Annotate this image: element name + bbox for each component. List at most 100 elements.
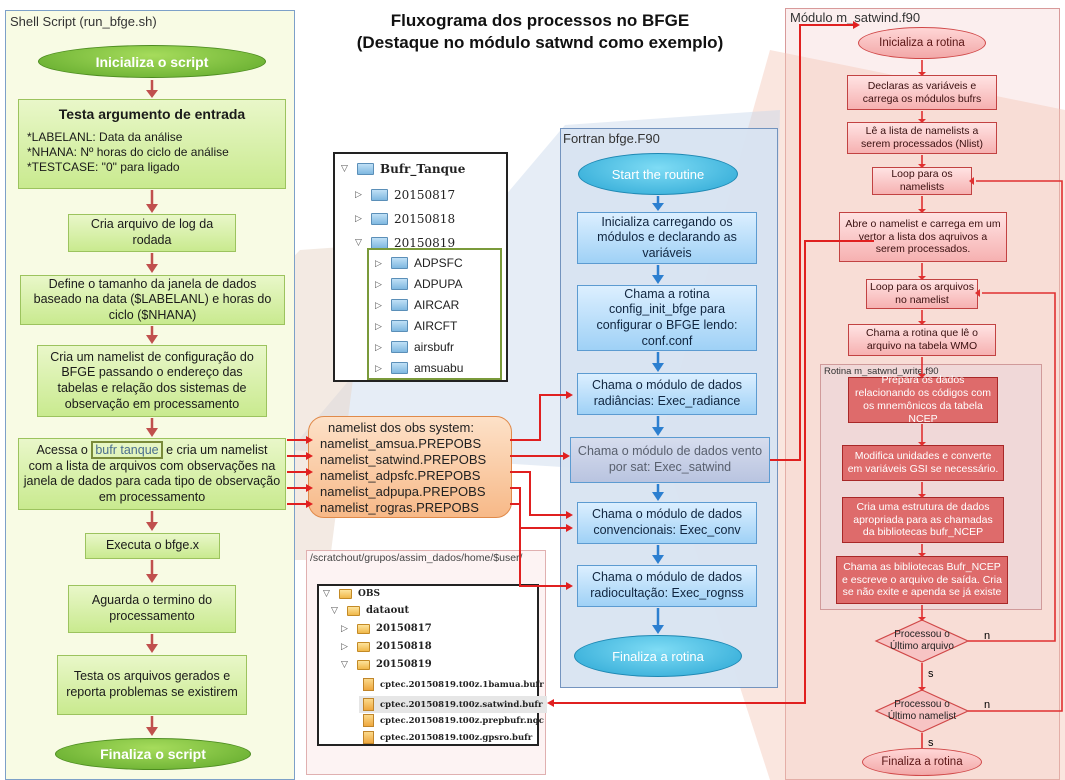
testa-l2: *NHANA: Nº horas do ciclo de análise: [27, 144, 229, 159]
fortran-panel-title: Fortran bfge.F90: [563, 131, 660, 146]
fortran-start: Start the routine: [578, 153, 738, 195]
namelist-item-3: namelist_adpupa.PREPOBS: [320, 484, 486, 499]
shell-janela: Define o tamanho da janela de dados base…: [20, 275, 285, 325]
shell-panel-title: Shell Script (run_bfge.sh): [10, 14, 157, 29]
sw-le: Lê a lista de namelists a serem processa…: [847, 122, 997, 154]
namelist-item-1: namelist_satwind.PREPOBS: [320, 452, 487, 467]
sw-decision-1: Processou o Último arquivo: [890, 629, 954, 652]
tree-sub-4[interactable]: ▷airsbufr: [375, 340, 455, 354]
decision-2-shape: [874, 689, 970, 733]
file-icon: [363, 678, 374, 691]
sw-s2: s: [928, 737, 934, 749]
shell-arrows: [146, 80, 158, 736]
sw-modif: Modifica unidades e converte em variávei…: [842, 445, 1004, 481]
folder-icon: [391, 257, 408, 269]
sw-decision-2: Processou o Último namelist: [887, 699, 957, 722]
bufr-tanque-highlight: bufr tanque: [91, 441, 163, 459]
out-d2[interactable]: ▷20150818: [341, 641, 432, 652]
collapse-icon: ▽: [341, 659, 348, 670]
tree-root[interactable]: ▽Bufr_Tanque: [341, 162, 466, 176]
out-dataout[interactable]: ▽dataout: [331, 605, 410, 616]
sw-n1: n: [984, 630, 991, 642]
expand-icon: ▷: [375, 320, 382, 331]
fortran-config: Chama a rotina config_init_bfge para con…: [577, 285, 757, 351]
acessa-post: e cria um namelist com a lista de arquiv…: [23, 443, 281, 504]
fortran-rogn: Chama o módulo de dados radiocultação: E…: [577, 565, 757, 607]
title-line2: (Destaque no módulo satwnd como exemplo): [356, 33, 724, 52]
file-icon: [363, 698, 374, 711]
out-file-2[interactable]: cptec.20150819.t00z.prepbufr.nqc: [363, 714, 544, 727]
folder-icon: [357, 163, 374, 175]
folder-icon: [357, 641, 370, 652]
shell-testa-arq: Testa os arquivos gerados e reporta prob…: [57, 655, 247, 715]
out-file-3[interactable]: cptec.20150819.t00z.gpsro.bufr: [363, 731, 532, 744]
folder-icon: [371, 189, 388, 201]
folder-icon: [357, 659, 370, 670]
expand-icon: ▷: [341, 641, 348, 652]
shell-start: Inicializa o script: [38, 45, 266, 78]
sw-start: Inicializa a rotina: [858, 27, 986, 59]
sw-end: Finaliza a rotina: [862, 748, 982, 776]
folder-icon: [391, 299, 408, 311]
tree-d2[interactable]: ▷20150818: [355, 212, 456, 226]
file-icon: [363, 714, 374, 727]
collapse-icon: ▽: [355, 238, 362, 248]
expand-icon: ▷: [375, 341, 382, 352]
out-file-1[interactable]: cptec.20150819.t00z.satwind.bufr: [359, 696, 547, 713]
namelist-header: namelist dos obs system:: [328, 420, 474, 435]
expand-icon: ▷: [375, 257, 382, 268]
out-d3[interactable]: ▽20150819: [341, 659, 432, 670]
expand-icon: ▷: [341, 623, 348, 634]
fortran-end: Finaliza a rotina: [574, 635, 742, 677]
out-root[interactable]: ▽OBS: [323, 589, 380, 599]
expand-icon: ▷: [355, 190, 362, 200]
out-file-0[interactable]: cptec.20150819.t00z.1bamua.bufr: [363, 678, 544, 691]
tree-sub-1[interactable]: ▷ADPUPA: [375, 277, 463, 291]
output-path: /scratchout/grupos/assim_dados/home/$use…: [310, 552, 523, 564]
sw-abre: Abre o namelist e carrega em um vertor a…: [839, 212, 1007, 262]
folder-icon: [357, 623, 370, 634]
testa-l1: *LABELANL: Data da análise: [27, 129, 183, 144]
sw-chama-wmo: Chama a rotina que lê o arquivo na tabel…: [848, 324, 996, 356]
sw-loop2: Loop para os arquivos no namelist: [866, 279, 978, 309]
folder-icon: [391, 320, 408, 332]
out-d1[interactable]: ▷20150817: [341, 623, 432, 634]
namelist-block: [308, 416, 512, 518]
tree-d1[interactable]: ▷20150817: [355, 188, 456, 202]
tree-sub-0[interactable]: ▷ADPSFC: [375, 256, 463, 270]
shell-executa: Executa o bfge.x: [85, 533, 220, 559]
output-tree: ▽OBS ▽dataout ▷20150817 ▷20150818 ▽20150…: [317, 584, 547, 746]
sw-loop1: Loop para os namelists: [872, 167, 972, 195]
tree-sub-2[interactable]: ▷AIRCAR: [375, 298, 460, 312]
folder-icon: [339, 589, 352, 599]
folder-icon: [391, 362, 408, 374]
shell-namelist-cfg: Cria um namelist de configuração do BFGE…: [37, 345, 267, 417]
shell-testa-box: Testa argumento de entrada *LABELANL: Da…: [18, 99, 286, 189]
sw-chamabib: Chama as bibliotecas Bufr_NCEP e escreve…: [836, 556, 1008, 604]
acessa-pre: Acessa o: [36, 443, 92, 457]
folder-icon: [391, 341, 408, 353]
namelist-item-2: namelist_adpsfc.PREPOBS: [320, 468, 481, 483]
collapse-icon: ▽: [331, 605, 338, 616]
shell-acessa: Acessa o bufr tanque e cria um namelist …: [18, 438, 286, 510]
shell-end: Finaliza o script: [55, 738, 251, 770]
expand-icon: ▷: [355, 214, 362, 224]
shell-aguarda: Aguarda o termino do processamento: [68, 585, 236, 633]
file-icon: [363, 731, 374, 744]
expand-icon: ▷: [375, 299, 382, 310]
namelist-item-0: namelist_amsua.PREPOBS: [320, 436, 482, 451]
title-line1: Fluxograma dos processos no BFGE: [390, 11, 690, 30]
sw-n2: n: [984, 699, 991, 711]
folder-icon: [371, 213, 388, 225]
sw-s1: s: [928, 668, 934, 680]
sw-cria: Cria uma estrutura de dados apropriada p…: [842, 497, 1004, 543]
expand-icon: ▷: [375, 278, 382, 289]
folder-icon: [391, 278, 408, 290]
expand-icon: ▷: [375, 362, 382, 373]
tree-sub-3[interactable]: ▷AIRCFT: [375, 319, 458, 333]
fortran-conv: Chama o módulo de dados convencionais: E…: [577, 502, 757, 544]
tree-sub-5[interactable]: ▷amsuabu: [375, 361, 464, 375]
sw-prep: Prepara os dados relacionando os códigos…: [848, 374, 998, 425]
fortran-arrows: [652, 196, 664, 634]
